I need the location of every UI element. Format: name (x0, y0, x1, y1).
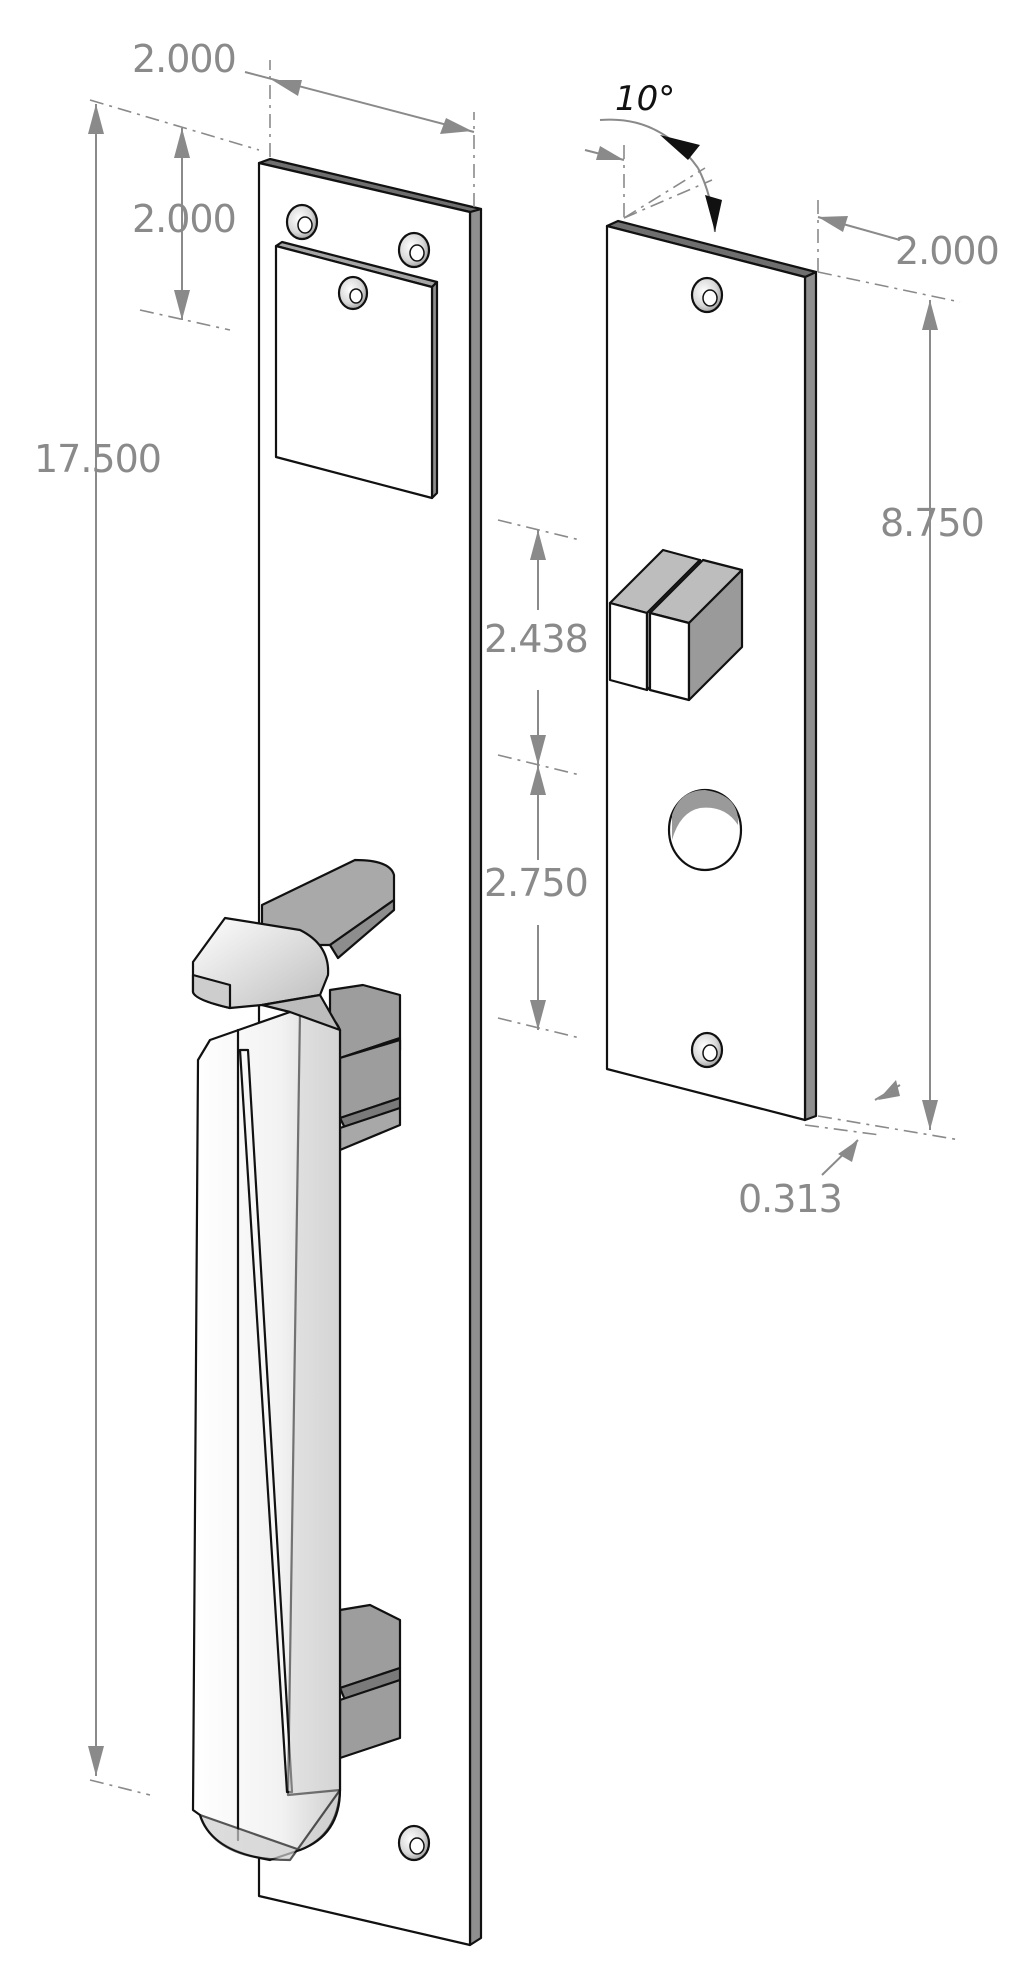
dim-right-width: 2.000 (895, 229, 999, 273)
dim-cylinder-offset: 2.750 (484, 861, 588, 905)
dimension-annotations (88, 60, 961, 1796)
screw-hole-icon (285, 203, 319, 241)
screw-hole-icon (690, 276, 724, 314)
dim-thickness: 0.313 (738, 1177, 842, 1221)
screw-hole-icon (397, 1824, 431, 1862)
dim-right-height: 8.750 (880, 501, 984, 545)
cylinder-hole-icon (667, 788, 743, 872)
right-escutcheon-plate (605, 219, 818, 1122)
dim-angle: 10° (615, 79, 675, 119)
dim-left-height: 17.500 (34, 437, 161, 481)
thumbturn-button (648, 558, 744, 702)
screw-hole-icon (690, 1031, 724, 1069)
screw-hole-icon (337, 275, 369, 311)
dim-left-width: 2.000 (132, 37, 236, 81)
grip-handle (191, 858, 402, 1862)
dim-button-offset: 2.438 (484, 617, 588, 661)
dim-left-top-offset: 2.000 (132, 197, 236, 241)
top-pad (274, 240, 439, 500)
screw-hole-icon (397, 231, 431, 269)
